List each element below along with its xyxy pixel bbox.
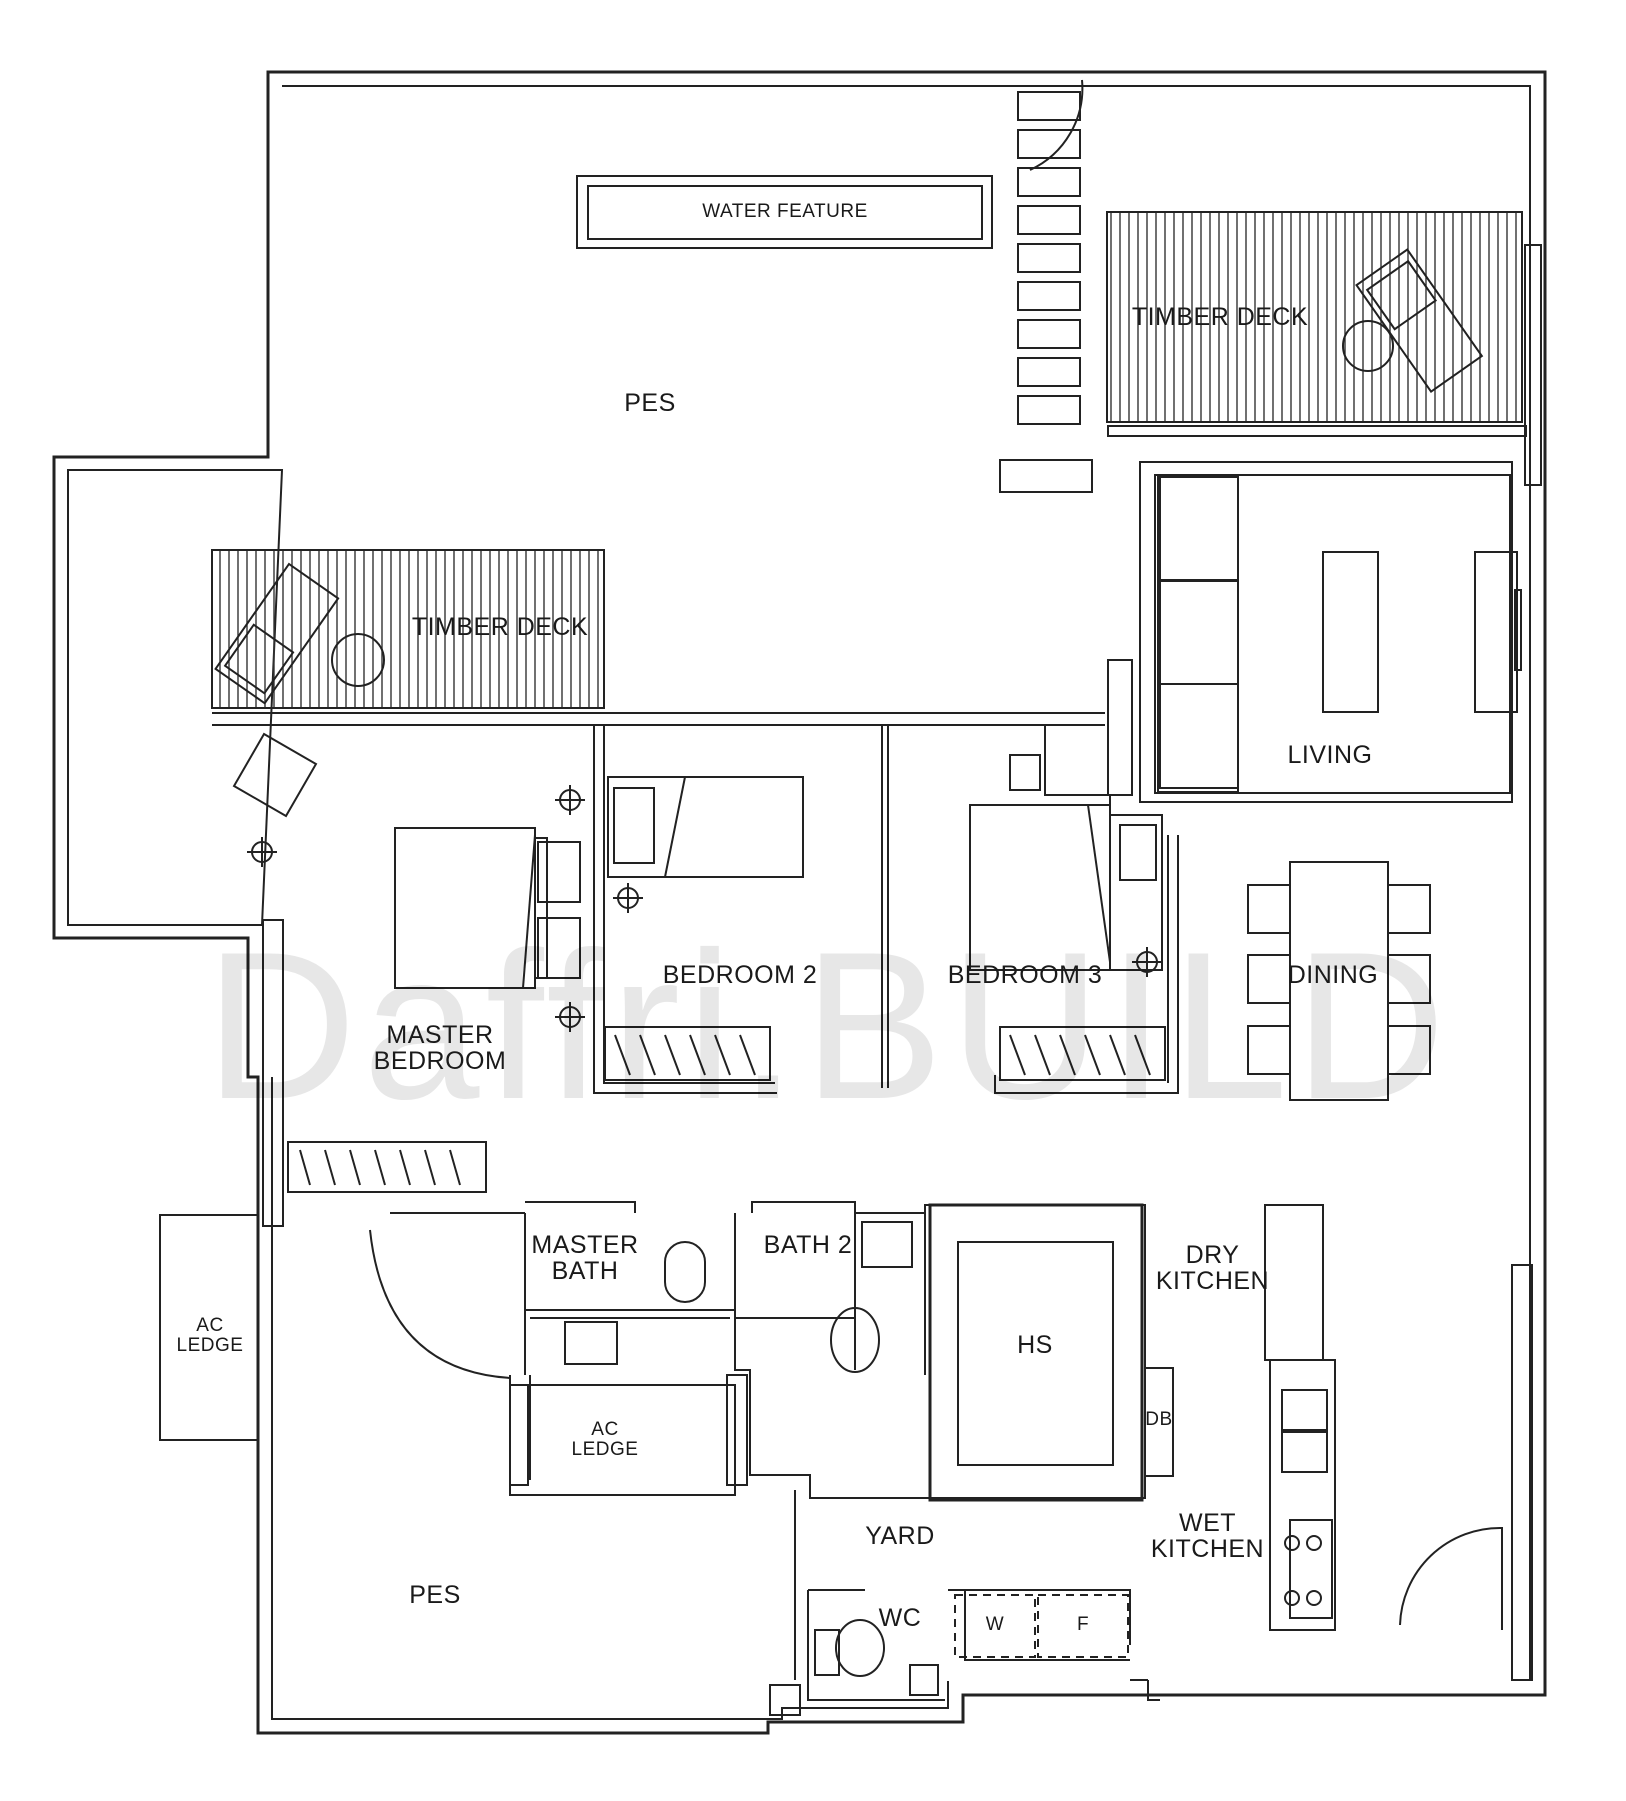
label-timber-deck-left: TIMBER DECK: [411, 613, 589, 641]
master-basin: [564, 1321, 618, 1365]
label-master-bath: MASTER BATH: [531, 1231, 639, 1286]
label-wet-kitchen: WET KITCHEN: [1150, 1509, 1265, 1564]
label-master-bedroom: MASTER BEDROOM: [373, 1021, 507, 1076]
label-fridge: F: [1076, 1614, 1090, 1635]
label-wc: WC: [878, 1604, 922, 1632]
distribution-board: [1144, 1367, 1174, 1477]
washer-slot: [954, 1594, 1036, 1658]
label-bath-2: BATH 2: [763, 1231, 853, 1259]
bed-2: [607, 776, 804, 878]
wc-toilet: [835, 1619, 885, 1677]
label-washer: W: [985, 1614, 1005, 1635]
outer-boundary: [52, 70, 1547, 1735]
label-ac-ledge-mid: AC LEDGE: [571, 1419, 639, 1460]
bath2-wc: [830, 1307, 880, 1373]
side-table-left: [331, 633, 385, 687]
water-feature: [576, 175, 993, 249]
master-bed: [394, 827, 581, 989]
bath-block: [390, 1201, 1146, 1499]
label-bedroom-3: BEDROOM 3: [947, 961, 1103, 989]
label-pes-bottom: PES: [409, 1581, 461, 1609]
bed-3: [969, 754, 1163, 971]
lounge-chair-right: [1355, 248, 1484, 393]
label-dry-kitchen: DRY KITCHEN: [1155, 1241, 1270, 1296]
label-pes-top: PES: [624, 389, 676, 417]
timber-deck-right: [1106, 211, 1523, 423]
side-table-right: [1342, 320, 1394, 372]
label-ac-ledge-left: AC LEDGE: [176, 1315, 244, 1356]
master-wc: [664, 1241, 706, 1303]
label-timber-deck-right: TIMBER DECK: [1131, 303, 1309, 331]
household-shelter: [928, 1203, 1144, 1502]
fridge-slot: [1037, 1594, 1129, 1658]
timber-deck-left: [211, 549, 605, 709]
label-bedroom-2: BEDROOM 2: [662, 961, 818, 989]
living-room: [1139, 461, 1513, 803]
entrance-door: [1399, 1526, 1503, 1630]
coffee-table: [1322, 551, 1379, 713]
lounge-chair-left: [214, 562, 340, 705]
bath2-basin: [861, 1221, 913, 1268]
label-hs: HS: [1017, 1331, 1053, 1359]
tv-console: [1474, 551, 1518, 713]
label-db: DB: [1145, 1409, 1173, 1430]
shower-curve: [369, 1229, 511, 1379]
dining-chairs: [1247, 884, 1431, 1075]
sofa: [1157, 476, 1239, 793]
label-yard: YARD: [865, 1522, 935, 1550]
label-water-feature: WATER FEATURE: [702, 201, 868, 222]
label-dining: DINING: [1287, 961, 1379, 989]
wardrobes: [287, 1026, 1166, 1193]
label-living: LIVING: [1287, 741, 1373, 769]
wet-kitchen-counter: [1269, 1359, 1336, 1631]
stepping-stones: [999, 79, 1093, 493]
ac-ledge-left: [159, 1214, 259, 1441]
